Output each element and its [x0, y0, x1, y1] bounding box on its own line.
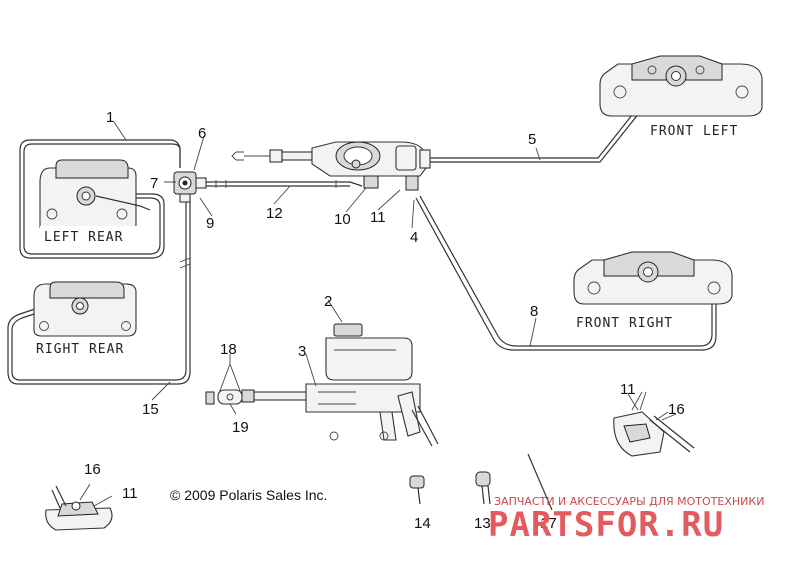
- copyright-text: © 2009 Polaris Sales Inc.: [170, 487, 327, 503]
- callout-11-c: 11: [122, 485, 138, 502]
- left-rear-caliper: [39, 159, 151, 233]
- rod-17: [527, 453, 553, 511]
- callout-3: 3: [298, 343, 306, 360]
- callout-10: 10: [334, 211, 351, 228]
- brake-line-8: [419, 195, 713, 347]
- fitting-13: [475, 471, 491, 505]
- brake-line-15: [11, 200, 187, 381]
- bleeder-screw-14: [409, 475, 425, 505]
- front-left-caliper: [599, 55, 763, 117]
- callout-18: 18: [220, 341, 237, 358]
- label-left-rear: LEFT REAR: [44, 230, 123, 245]
- callout-9: 9: [206, 215, 214, 232]
- callout-19: 19: [232, 419, 249, 436]
- label-front-right: FRONT RIGHT: [576, 316, 673, 331]
- watermark-brand: PARTSFOR.RU: [488, 505, 724, 545]
- callout-4: 4: [410, 229, 418, 246]
- callout-15: 15: [142, 401, 159, 418]
- callout-11-a: 11: [370, 209, 386, 226]
- brake-line-5: [428, 111, 641, 163]
- watermark-subtitle: ЗАПЧАСТИ И АКСЕССУАРЫ ДЛЯ МОТОТЕХНИКИ: [494, 495, 764, 508]
- right-rear-caliper: [33, 281, 137, 337]
- handlebar-master-cylinder: [231, 141, 431, 191]
- callout-16-b: 16: [84, 461, 101, 478]
- brake-line-12: [206, 181, 363, 187]
- brake-line-1: [23, 143, 181, 255]
- label-right-rear: RIGHT REAR: [36, 342, 124, 357]
- callout-14: 14: [414, 515, 431, 532]
- callout-13: 13: [474, 515, 491, 532]
- callout-11-b: 11: [620, 381, 636, 398]
- front-right-caliper: [573, 251, 733, 305]
- foot-master-cylinder: [241, 323, 439, 447]
- callout-12: 12: [266, 205, 283, 222]
- callout-2: 2: [324, 293, 332, 310]
- label-front-left: FRONT LEFT: [650, 124, 738, 139]
- caliper-fitting-detail: [613, 391, 695, 457]
- callout-17: 17: [540, 515, 557, 532]
- callout-5: 5: [528, 131, 536, 148]
- leader-lines: [113, 121, 677, 421]
- rear-fitting-detail: [45, 483, 113, 531]
- clevis-pin: [205, 363, 243, 405]
- callout-1: 1: [106, 109, 114, 126]
- callout-7: 7: [150, 175, 158, 192]
- callout-16-a: 16: [668, 401, 685, 418]
- callout-8: 8: [530, 303, 538, 320]
- junction-block: [173, 171, 207, 203]
- callout-6: 6: [198, 125, 206, 142]
